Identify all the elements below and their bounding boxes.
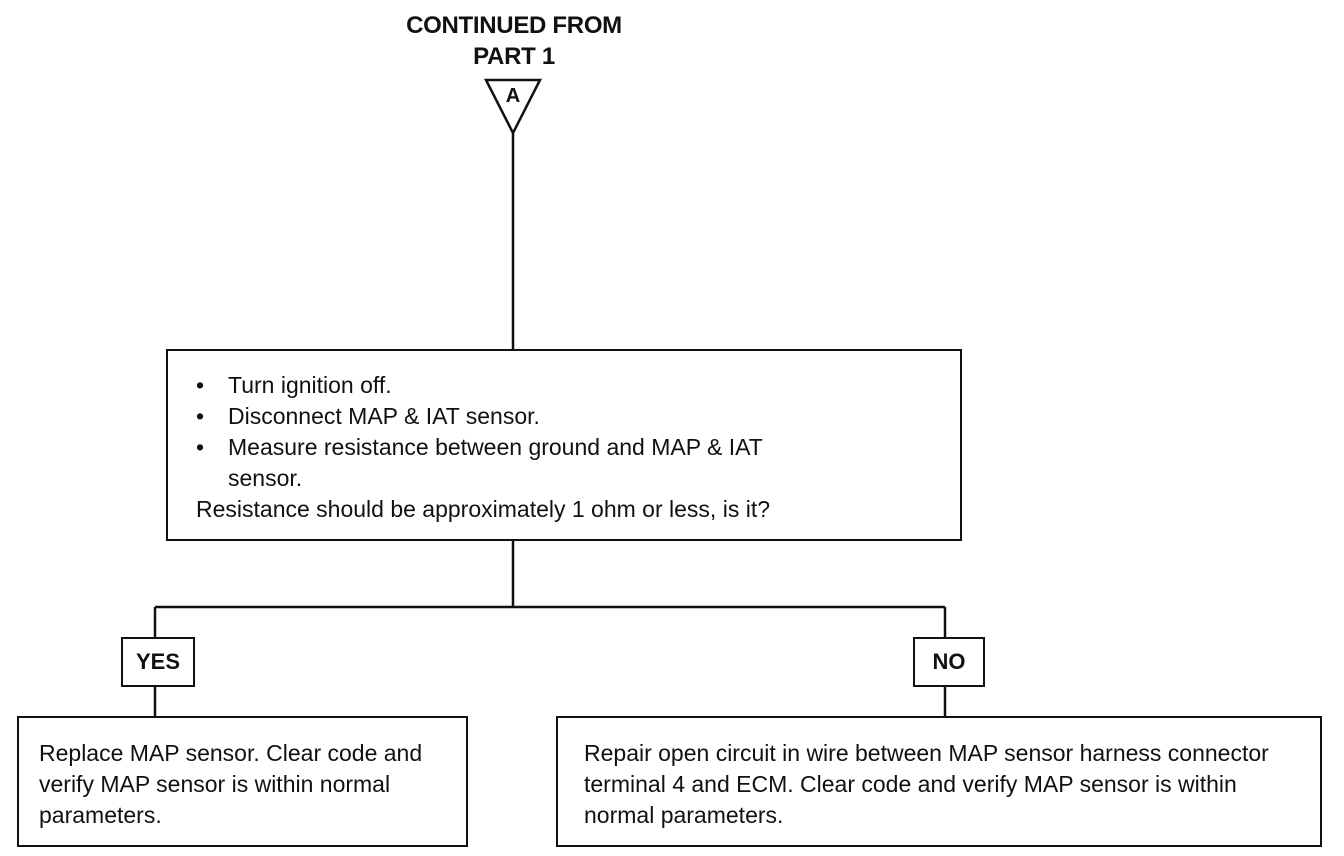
bullet-icon: • bbox=[196, 434, 205, 460]
procedure-step: • Turn ignition off. bbox=[196, 370, 946, 401]
continued-from-title: CONTINUED FROM bbox=[406, 12, 622, 39]
step-text: Measure resistance between ground and MA… bbox=[228, 434, 763, 491]
no-branch-label: NO bbox=[913, 637, 985, 687]
part-label: PART 1 bbox=[473, 43, 555, 70]
test-procedure-box: • Turn ignition off. • Disconnect MAP & … bbox=[166, 349, 962, 541]
no-action-box: Repair open circuit in wire between MAP … bbox=[556, 716, 1322, 847]
step-text: Disconnect MAP & IAT sensor. bbox=[228, 403, 540, 429]
bullet-icon: • bbox=[196, 403, 205, 429]
step-text: Turn ignition off. bbox=[228, 372, 392, 398]
procedure-step: • Measure resistance between ground and … bbox=[196, 432, 946, 494]
yes-action-box: Replace MAP sensor. Clear code and verif… bbox=[17, 716, 468, 847]
no-action-text: Repair open circuit in wire between MAP … bbox=[584, 740, 1269, 828]
off-page-connector-label: A bbox=[505, 85, 521, 107]
decision-question: Resistance should be approximately 1 ohm… bbox=[196, 496, 771, 522]
yes-branch-label: YES bbox=[121, 637, 195, 687]
off-page-connector-triangle bbox=[483, 78, 543, 136]
procedure-step: • Disconnect MAP & IAT sensor. bbox=[196, 401, 946, 432]
bullet-icon: • bbox=[196, 372, 205, 398]
yes-action-text: Replace MAP sensor. Clear code and verif… bbox=[39, 740, 423, 828]
